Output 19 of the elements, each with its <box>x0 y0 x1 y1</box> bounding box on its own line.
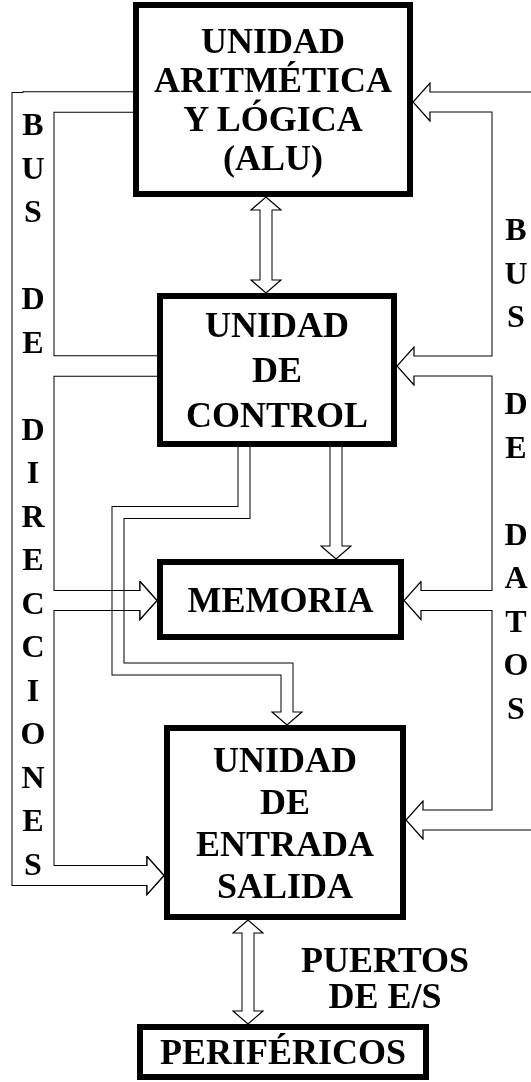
hollow-arrow <box>111 447 303 726</box>
box-label: UNIDAD DE ENTRADA SALIDA <box>195 738 375 907</box>
process-box <box>157 559 404 640</box>
bus-label: BUS DE DATOS <box>502 210 530 728</box>
hollow-arrow <box>232 919 264 1025</box>
process-box <box>157 293 397 447</box>
hollow-arrow <box>405 800 531 840</box>
process-box <box>133 2 413 197</box>
hollow-arrow <box>412 82 531 122</box>
hollow-arrow <box>250 196 282 294</box>
box-label: UNIDAD DE CONTROL <box>185 303 369 437</box>
process-box <box>164 725 406 920</box>
box-label: UNIDAD ARITMÉTICA Y LÓGICA (ALU) <box>153 21 393 178</box>
hollow-arrow <box>320 447 352 560</box>
process-box <box>137 1024 429 1080</box>
box-label: MEMORIA <box>186 579 375 620</box>
bus-label: BUS DE DIRECCIONES <box>19 105 47 884</box>
box-label: PERIFÉRICOS <box>158 1032 407 1072</box>
bus-channel <box>11 92 55 886</box>
